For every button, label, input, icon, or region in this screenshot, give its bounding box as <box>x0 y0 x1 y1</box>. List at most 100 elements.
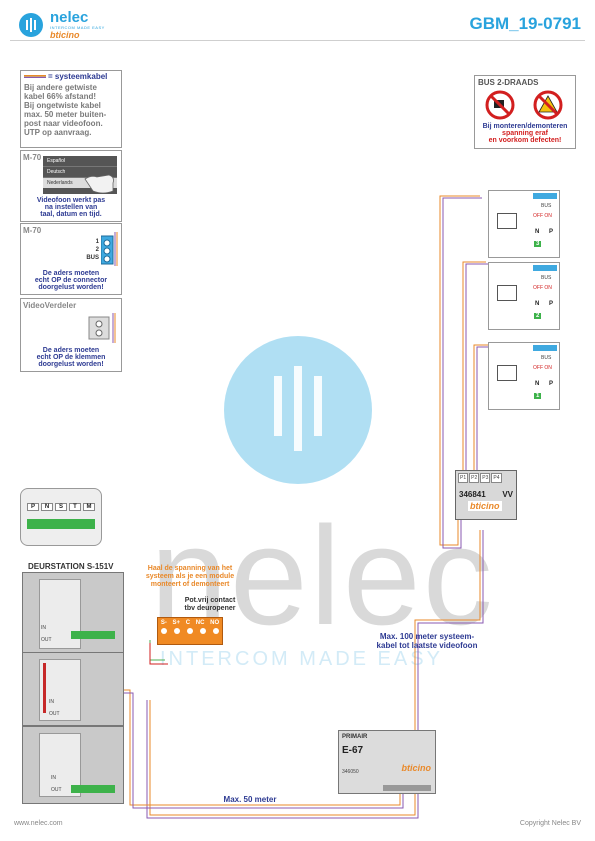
monitor-1: BUS OFF ON N P 3 <box>488 190 560 258</box>
logo-tagline: INTERCOM MADE EASY <box>50 25 105 30</box>
language-option-deutsch: Deutsch <box>43 167 117 178</box>
monitor-number-badge: 2 <box>534 313 542 319</box>
monitor-screen-icon <box>497 285 517 301</box>
watermark-tagline: INTERCOM MADE EASY <box>160 648 443 670</box>
monitor-p-label: P <box>549 229 554 235</box>
monitor-screen-icon <box>497 213 517 229</box>
monitor-bus-label: BUS <box>541 275 552 281</box>
no-unplug-icon <box>485 90 515 120</box>
footer-copyright: Copyright Nelec BV <box>519 820 581 827</box>
monitor-off-on-label: OFF ON <box>533 285 552 291</box>
distributor-model: 346841 <box>459 490 486 499</box>
monitor-n-label: N <box>535 301 540 307</box>
monitor-connector <box>533 265 557 271</box>
distributor-port-p1: P1 <box>458 473 469 483</box>
logo-wordmark: nelec INTERCOM MADE EASY bticino <box>50 9 105 40</box>
m70-connector-caption: De aders moeten echt OP de connector doo… <box>34 270 108 291</box>
relay-terminal-label: S+ <box>172 620 181 626</box>
no-voltage-icon <box>533 90 563 120</box>
relay-module: S- S+ C NC NO <box>157 617 223 645</box>
warning-box: BUS 2-DRAADS Bij monteren/demonteren spa… <box>474 75 576 149</box>
hand-pointer-icon <box>84 174 114 194</box>
legend-text: Bij andere getwiste kabel 66% afstand! B… <box>24 83 107 137</box>
m70-language-caption: Videofoon werkt pas na instellen van taa… <box>36 197 106 218</box>
monitor-n-label: N <box>535 229 540 235</box>
distributor-port-p3: P3 <box>480 473 491 483</box>
m70-language-box: M-70 Español Deutsch Nederlands Videofoo… <box>20 150 122 222</box>
logo-partner: bticino <box>50 30 80 40</box>
relay-caption: Pot.vrij contact tbv deuropener <box>184 597 236 612</box>
monitor-number-badge: 1 <box>534 393 542 399</box>
relay-terminal-label: NC <box>195 620 205 626</box>
m70-connector-block <box>101 232 118 266</box>
m70-pin-labels: 1 2 BUS <box>86 239 99 261</box>
relay-terminal-labels: S- S+ C NC NO <box>158 618 222 626</box>
terminal-strip <box>27 519 95 529</box>
terminal-label: S <box>55 503 67 511</box>
header-divider <box>10 40 585 41</box>
distributor-port-p4: P4 <box>491 473 502 483</box>
psu-primary-label: PRIMAIR <box>342 734 368 740</box>
logo-name: nelec <box>50 9 89 26</box>
m70-connector-box: M-70 1 2 BUS De aders moeten echt OP de … <box>20 223 122 295</box>
psu-terminals <box>383 785 431 791</box>
monitor-bus-label: BUS <box>541 355 552 361</box>
distributor-vv: VV <box>502 490 513 499</box>
videoverdeler-title: VideoVerdeler <box>23 301 77 310</box>
cable-length-note: Max. 100 meter systeem- kabel tot laatst… <box>376 632 478 650</box>
monitor-off-on-label: OFF ON <box>533 213 552 219</box>
power-supply: PRIMAIR E-67 346050 bticino <box>338 730 436 794</box>
videoverdeler-box: VideoVerdeler De aders moeten echt OP de… <box>20 298 122 372</box>
door-station-title: DEURSTATION S-151V <box>28 562 114 571</box>
power-off-note: Haal de spanning van het systeem als je … <box>145 565 235 588</box>
monitor-number-badge: 3 <box>534 241 542 247</box>
distributor-brand: bticino <box>468 501 502 511</box>
psu-model: E-67 <box>342 745 364 756</box>
monitor-2: BUS OFF ON N P 2 <box>488 262 560 330</box>
videoverdeler-terminal <box>88 313 116 343</box>
monitor-n-label: N <box>535 381 540 387</box>
terminal-label: N <box>41 503 53 511</box>
door-station-module-1: IN OUT <box>22 572 124 654</box>
video-distributor: P1 P2 P3 P4 346841 VV bticino <box>455 470 517 520</box>
footer-website: www.nelec.com <box>14 820 63 827</box>
language-option-nederlands: Nederlands <box>43 178 117 188</box>
module-3-terminal <box>71 785 115 793</box>
m70-connector-title: M-70 <box>23 226 42 235</box>
watermark-logo-icon <box>224 336 372 484</box>
monitor-off-on-label: OFF ON <box>533 365 552 371</box>
terminal-label: M <box>83 503 95 511</box>
monitor-connector <box>533 193 557 199</box>
distributor-ports: P1 P2 P3 P4 <box>458 473 502 483</box>
monitor-bus-label: BUS <box>541 203 552 209</box>
psu-brand: bticino <box>401 763 432 773</box>
videoverdeler-caption: De aders moeten echt OP de klemmen doorg… <box>36 347 106 368</box>
monitor-3: BUS OFF ON N P 1 <box>488 342 560 410</box>
warning-title: BUS 2-DRAADS <box>478 78 539 87</box>
distributor-port-p2: P2 <box>469 473 480 483</box>
document-id: GBM_19-0791 <box>469 14 581 33</box>
relay-terminal-label: NO <box>210 620 220 626</box>
legend-cable-label: = systeemkabel <box>48 72 108 81</box>
legend-box: = systeemkabel Bij andere getwiste kabel… <box>20 70 122 148</box>
warning-caption: Bij monteren/demonteren spanning eraf en… <box>482 123 568 144</box>
monitor-screen-icon <box>497 365 517 381</box>
psu-code: 346050 <box>342 769 359 775</box>
language-option-espanol: Español <box>43 156 117 167</box>
terminal-label: P <box>27 503 39 511</box>
relay-terminal-label: S- <box>160 620 167 626</box>
m70-language-title: M-70 <box>23 153 42 162</box>
terminal-label: T <box>69 503 81 511</box>
nelec-logo-icon <box>19 13 43 37</box>
max-50m-label: Max. 50 meter <box>223 795 277 804</box>
relay-terminal-label: C <box>185 620 191 626</box>
cable-swatch <box>24 75 46 78</box>
door-station-module-3: IN OUT <box>22 726 124 804</box>
door-station-module-2: IN OUT <box>22 652 124 726</box>
monitor-connector <box>533 345 557 351</box>
nelec-logo: nelec INTERCOM MADE EASY bticino <box>18 9 128 41</box>
monitor-p-label: P <box>549 301 554 307</box>
monitor-p-label: P <box>549 381 554 387</box>
